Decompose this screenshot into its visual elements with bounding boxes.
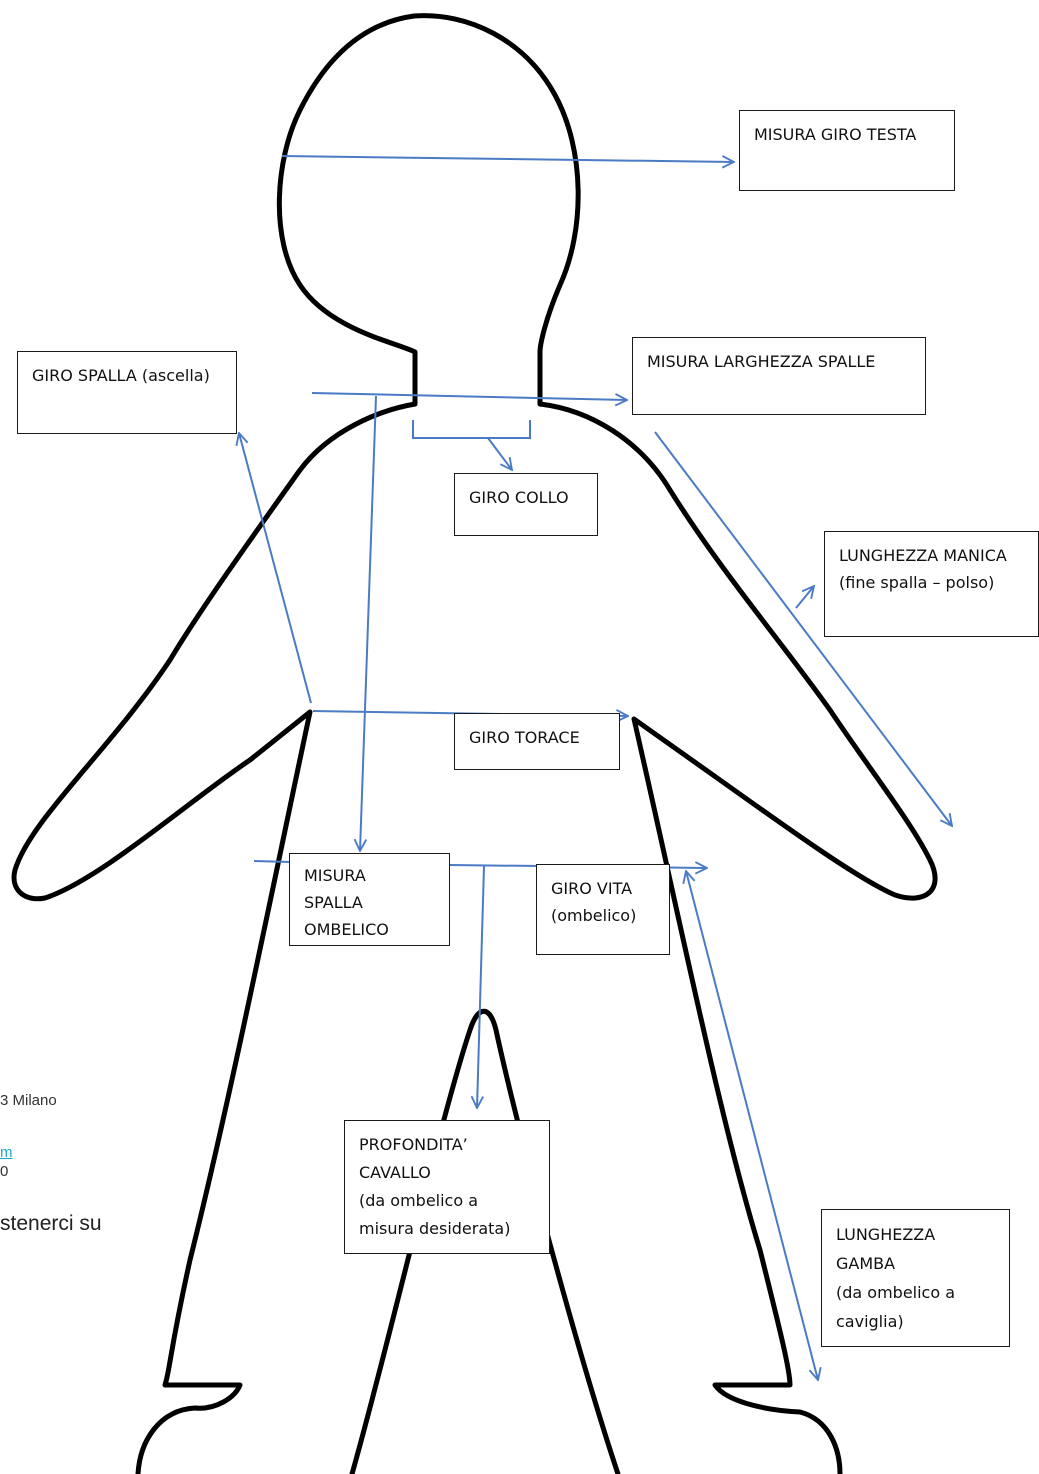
leg-arrow bbox=[686, 871, 818, 1380]
crotch-depth-label: PROFONDITA’ CAVALLO (da ombelico a misur… bbox=[344, 1120, 550, 1254]
right-body-outline bbox=[537, 401, 938, 1474]
body-outline bbox=[11, 13, 938, 1474]
head-arrow bbox=[281, 155, 734, 162]
sleeve-length-label: LUNGHEZZA MANICA (fine spalla – polso) bbox=[824, 531, 1039, 637]
waist-circumference-label: GIRO VITA (ombelico) bbox=[536, 864, 670, 955]
head-outline bbox=[276, 13, 581, 407]
shoulder-width-label: MISURA LARGHEZZA SPALLE bbox=[632, 337, 926, 415]
leg-length-label: LUNGHEZZA GAMBA (da ombelico a caviglia) bbox=[821, 1209, 1010, 1347]
address-fragment: 3 Milano bbox=[0, 1092, 57, 1109]
sleeve-arrow bbox=[654, 431, 952, 826]
sleeve-pointer-arrow bbox=[795, 586, 814, 609]
shoulder-width-arrow bbox=[311, 392, 627, 400]
crotch-arrow bbox=[477, 865, 485, 1108]
phone-fragment: 0 bbox=[0, 1163, 9, 1180]
neck-arrow bbox=[487, 437, 512, 470]
waist-arrow-left bbox=[253, 860, 291, 863]
head-circumference-label: MISURA GIRO TESTA bbox=[739, 110, 955, 191]
chest-circumference-label: GIRO TORACE bbox=[454, 713, 620, 770]
neck-circumference-label: GIRO COLLO bbox=[454, 473, 598, 536]
footer-text-fragment: stenerci su bbox=[0, 1212, 102, 1235]
shoulder-navel-arrow bbox=[360, 395, 377, 851]
crotch-outline bbox=[349, 1008, 621, 1474]
shoulder-navel-label: MISURA SPALLA OMBELICO bbox=[289, 853, 450, 946]
armhole-label: GIRO SPALLA (ascella) bbox=[17, 351, 237, 434]
neck-bracket bbox=[412, 420, 531, 439]
email-link-fragment[interactable]: m bbox=[0, 1144, 13, 1161]
measurement-arrows bbox=[239, 155, 952, 1380]
armhole-arrow bbox=[239, 433, 312, 704]
left-body-outline bbox=[11, 401, 418, 1474]
